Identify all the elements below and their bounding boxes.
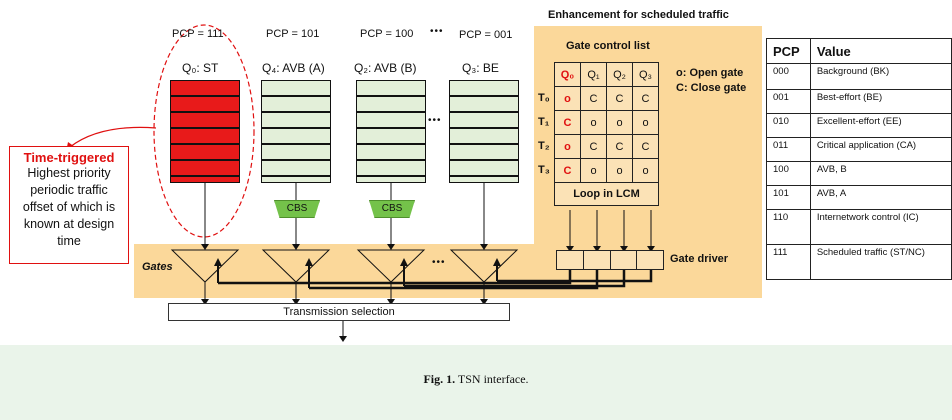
pcp-value: AVB, A: [809, 185, 952, 210]
pcp-code: 100: [766, 161, 811, 186]
gcl-row: o C C C: [554, 86, 659, 111]
pcp-value: Background (BK): [809, 63, 952, 90]
pcp-table-header: PCP Value: [766, 38, 952, 64]
queue-pcp: PCP = 111: [172, 28, 224, 40]
pcp-header-cell: Value: [809, 38, 952, 64]
gate-driver-cell: [637, 250, 664, 270]
pcp-value: Excellent-effort (EE): [809, 113, 952, 138]
gcl-legend-open: o: Open gate: [676, 67, 744, 79]
gcl-cell: C: [606, 86, 633, 111]
gcl-row-label: T₂: [538, 140, 550, 152]
gate-driver: [556, 250, 664, 270]
callout-title: Time-triggered: [23, 150, 115, 165]
pcp-code: 000: [766, 63, 811, 90]
gcl-cell: o: [606, 110, 633, 135]
pcp-code: 111: [766, 244, 811, 280]
gate-driver-cell: [583, 250, 611, 270]
gate-control-list: Q₀ Q₁ Q₂ Q₃ o C C C C o o o o C C C C o …: [554, 62, 659, 206]
queue-label: Q₂: AVB (B): [354, 61, 417, 75]
queue-label: Q₀: ST: [182, 61, 219, 75]
gcl-cell: C: [580, 86, 607, 111]
gates-label: Gates: [142, 261, 173, 273]
gcl-row-label: T₃: [538, 164, 550, 176]
gate-driver-cell: [556, 250, 584, 270]
gcl-row: C o o o: [554, 110, 659, 135]
gcl-legend-close: C: Close gate: [676, 82, 747, 94]
queue-avb-b: [356, 80, 426, 183]
pcp-value: Internetwork control (IC): [809, 209, 952, 245]
queue-be: [449, 80, 519, 183]
pcp-code: 110: [766, 209, 811, 245]
gcl-header-cell: Q₀: [554, 62, 581, 87]
gcl-header-cell: Q₃: [632, 62, 659, 87]
pcp-code: 010: [766, 113, 811, 138]
gate-driver-label: Gate driver: [670, 253, 729, 265]
gcl-cell: C: [632, 86, 659, 111]
gcl-cell: C: [606, 134, 633, 159]
enhancement-title: Enhancement for scheduled traffic: [548, 9, 729, 21]
gcl-header-cell: Q₁: [580, 62, 607, 87]
gcl-title: Gate control list: [566, 40, 650, 52]
gcl-cell: C: [554, 110, 581, 135]
gates-ellipsis: •••: [432, 257, 446, 268]
pcp-value: AVB, B: [809, 161, 952, 186]
gcl-row: C o o o: [554, 158, 659, 183]
callout-box: Time-triggered Highest priority periodic…: [9, 146, 129, 264]
gcl-cell: o: [632, 110, 659, 135]
gcl-cell: o: [554, 134, 581, 159]
gcl-loop-row: Loop in LCM: [554, 182, 659, 206]
gcl-row-label: T₁: [538, 116, 550, 128]
gcl-header-row: Q₀ Q₁ Q₂ Q₃: [554, 62, 659, 87]
queue-pcp: PCP = 001: [459, 29, 513, 41]
gcl-cell: o: [606, 158, 633, 183]
gcl-row: o C C C: [554, 134, 659, 159]
gcl-cell: C: [632, 134, 659, 159]
callout-body: Highest priority periodic traffic offset…: [22, 166, 116, 248]
gcl-header-cell: Q₂: [606, 62, 633, 87]
caption-prefix: Fig. 1.: [423, 372, 456, 386]
transmission-selection-box: Transmission selection: [168, 303, 510, 321]
caption-text: TSN interface.: [457, 372, 529, 386]
pcp-code: 001: [766, 89, 811, 114]
gcl-cell: o: [580, 158, 607, 183]
queue-avb-a: [261, 80, 331, 183]
gcl-loop-cell: Loop in LCM: [554, 182, 659, 206]
gcl-cell: o: [632, 158, 659, 183]
queue-pcp: PCP = 100: [360, 28, 414, 40]
gcl-row-label: T₀: [538, 92, 550, 104]
gcl-cell: o: [554, 86, 581, 111]
pcp-value: Scheduled traffic (ST/NC): [809, 244, 952, 280]
gcl-cell: C: [580, 134, 607, 159]
gate-driver-cell: [610, 250, 638, 270]
transmission-selection-label: Transmission selection: [283, 306, 395, 318]
queue-ellipsis: •••: [430, 26, 444, 37]
queue-label: Q₃: BE: [462, 61, 499, 75]
queue-ellipsis: •••: [428, 115, 442, 126]
gcl-cell: C: [554, 158, 581, 183]
pcp-code: 011: [766, 137, 811, 162]
pcp-header-cell: PCP: [766, 38, 811, 64]
pcp-code: 101: [766, 185, 811, 210]
connector-lines: [66, 24, 655, 342]
pcp-value: Best-effort (BE): [809, 89, 952, 114]
queue-pcp: PCP = 101: [266, 28, 320, 40]
figure-panel: PCP = 111 PCP = 101 PCP = 100 ••• PCP = …: [0, 0, 952, 345]
queue-label: Q₄: AVB (A): [262, 61, 325, 75]
cbs-shaper: CBS: [274, 200, 320, 218]
cbs-shaper: CBS: [369, 200, 415, 218]
figure-caption: Fig. 1. TSN interface.: [0, 372, 952, 387]
gcl-cell: o: [580, 110, 607, 135]
pcp-value: Critical application (CA): [809, 137, 952, 162]
queue-st: [170, 80, 240, 183]
